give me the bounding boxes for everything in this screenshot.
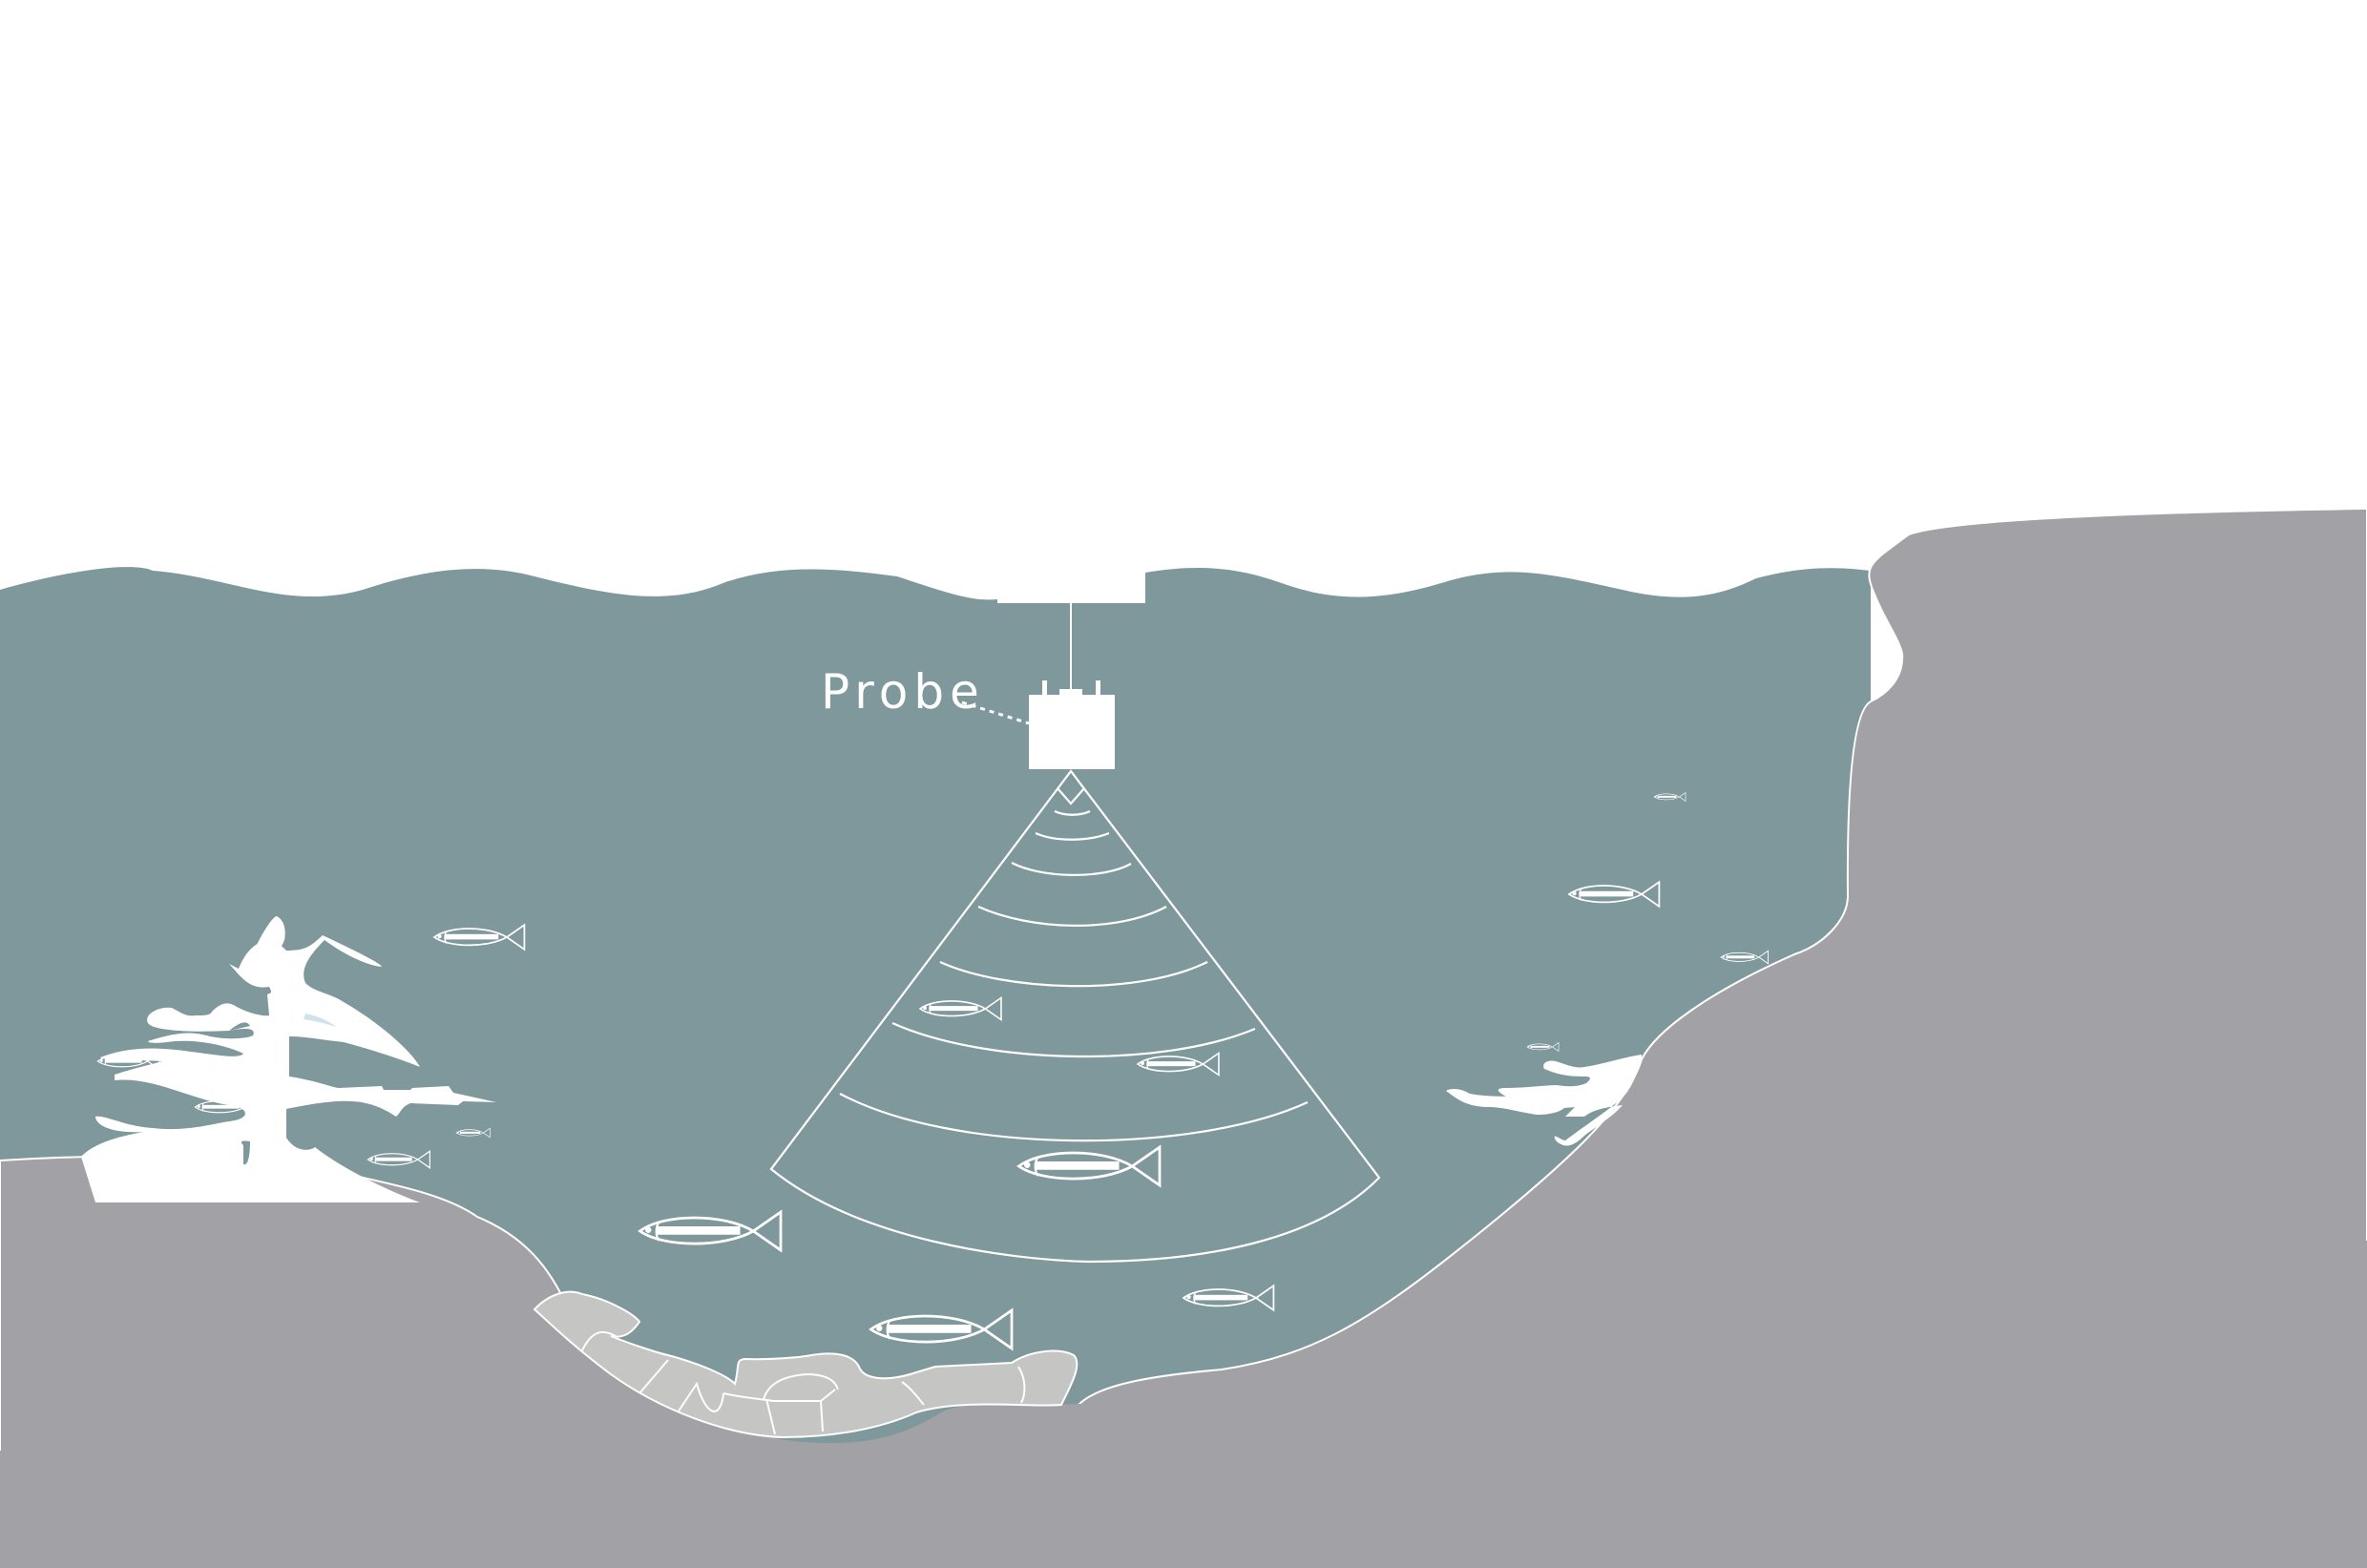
probe-body bbox=[1029, 695, 1115, 769]
right-branch bbox=[1446, 1055, 1642, 1146]
buoy bbox=[997, 571, 1145, 603]
probe-icon bbox=[961, 571, 1145, 769]
submerged-tree-icon bbox=[81, 916, 496, 1202]
lake-bottom bbox=[0, 1241, 2367, 1568]
probe-label: Probe bbox=[821, 664, 985, 720]
tree-highlight bbox=[304, 1014, 336, 1027]
sonar-cone bbox=[769, 769, 1381, 1264]
probe-label-leader bbox=[961, 700, 1030, 725]
bottom-rocks bbox=[533, 1290, 1079, 1439]
